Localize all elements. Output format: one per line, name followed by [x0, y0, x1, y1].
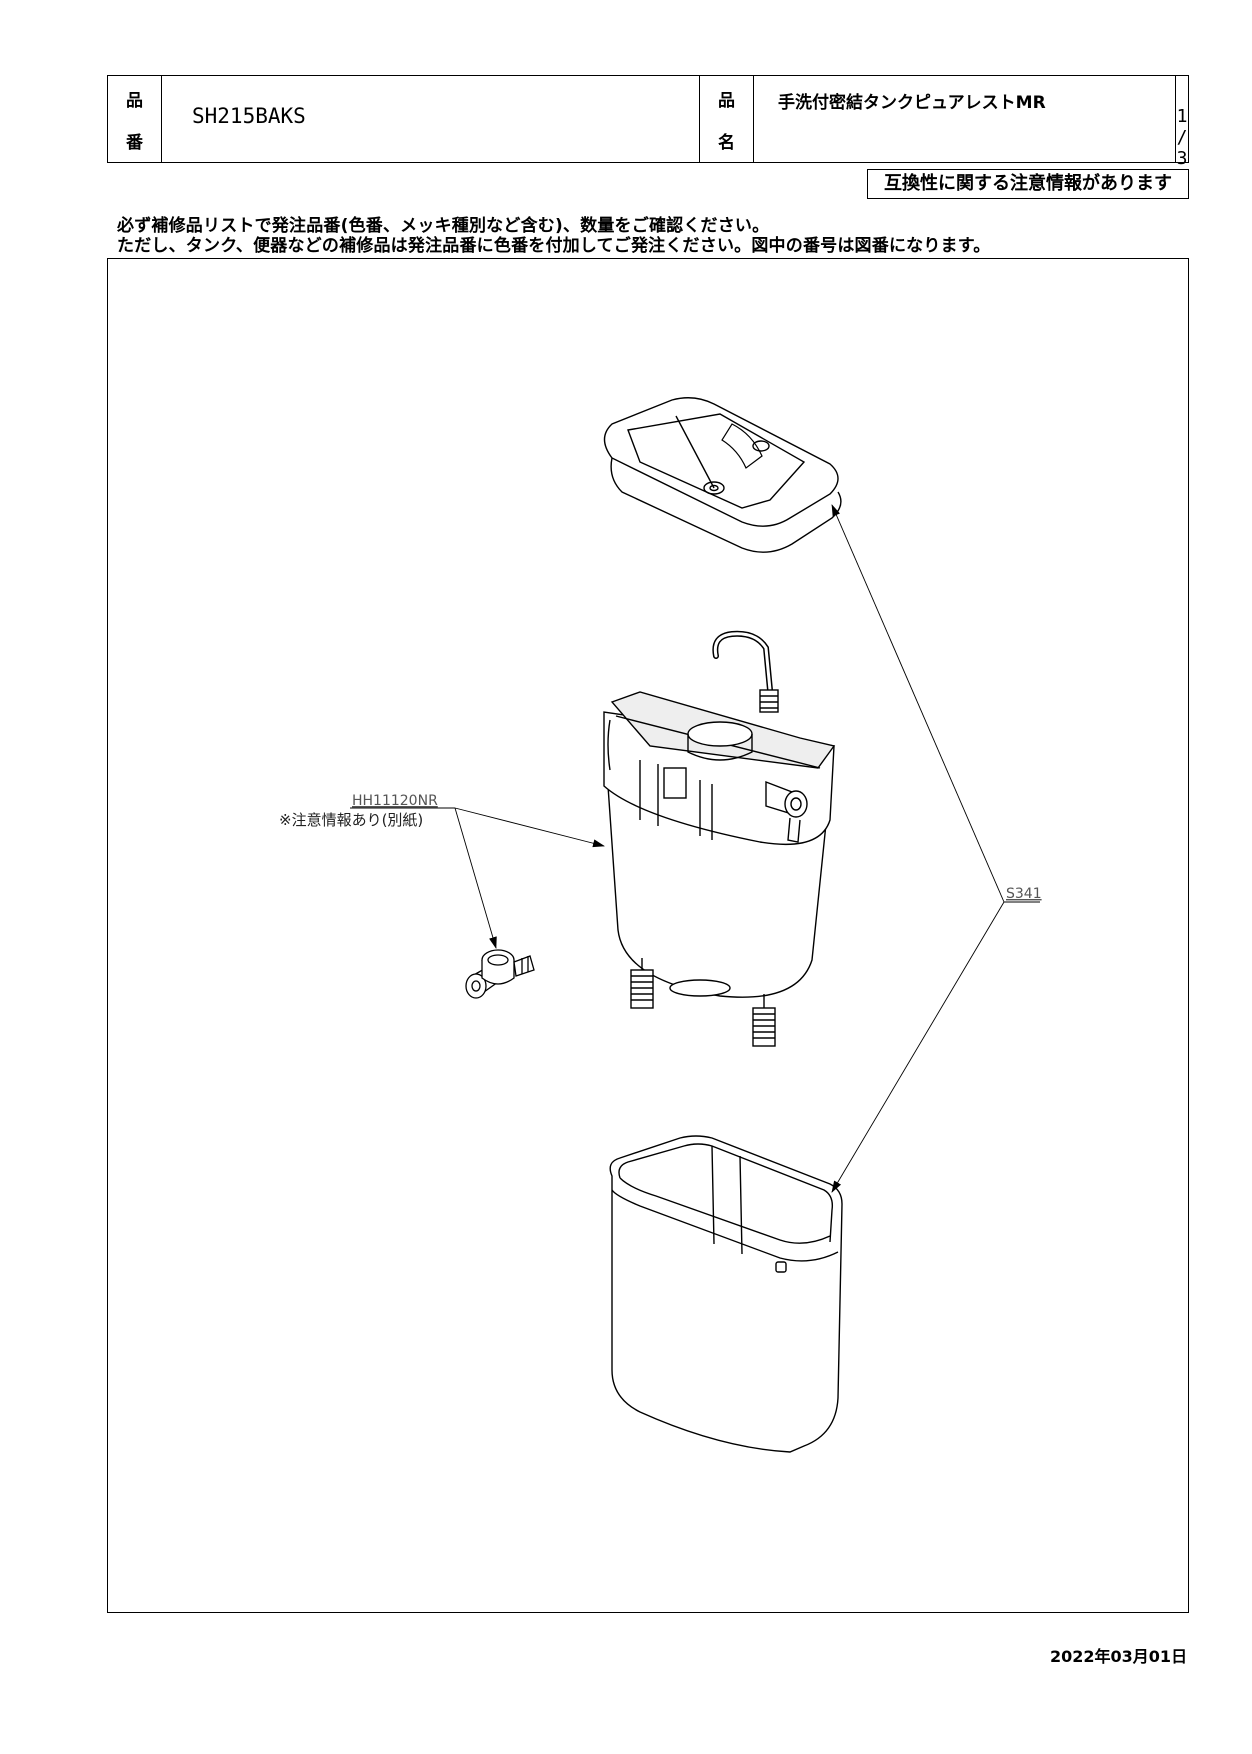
product-name-label-1: 品	[718, 91, 735, 111]
tank-cover	[609, 1135, 843, 1453]
product-name: 手洗付密結タンクピュアレストMR	[778, 93, 1046, 113]
part-number-label-cell: 品 番	[108, 76, 162, 162]
page-indicator: 1 / 3	[1176, 106, 1188, 169]
faucet	[712, 630, 779, 713]
part-number-label-1: 品	[126, 91, 143, 111]
product-name-label-2: 名	[718, 133, 735, 153]
part-number-label-2: 番	[126, 133, 143, 153]
compatibility-notice: 互換性に関する注意情報があります	[867, 169, 1189, 199]
product-name-cell: 手洗付密結タンクピュアレストMR	[754, 76, 1176, 162]
instruction-line-2: ただし、タンク、便器などの補修品は発注品番に色番を付加してご発注ください。図中の…	[117, 236, 991, 256]
issue-date: 2022年03月01日	[1050, 1647, 1188, 1666]
callout-note-hh11120nr: ※注意情報あり(別紙)	[279, 811, 423, 829]
instruction-line-1: 必ず補修品リストで発注品番(色番、メッキ種別など含む)、数量をご確認ください。	[117, 216, 770, 236]
drawing-frame	[107, 258, 1189, 1613]
tank-lid-basin	[603, 397, 842, 553]
callout-code-hh11120nr: HH11120NR	[352, 793, 438, 809]
valve-part	[465, 949, 535, 999]
part-number: SH215BAKS	[192, 104, 306, 128]
callout-leaders	[350, 504, 1040, 1193]
tank-body	[603, 691, 836, 1047]
page-cell: 1 / 3	[1176, 76, 1188, 169]
title-block: 品 番 SH215BAKS 品 名 手洗付密結タンクピュアレストMR 1 / 3	[107, 75, 1189, 169]
product-name-label-cell: 品 名	[700, 76, 754, 162]
part-number-cell: SH215BAKS	[162, 76, 700, 162]
callout-code-s341: S341	[1006, 886, 1042, 902]
